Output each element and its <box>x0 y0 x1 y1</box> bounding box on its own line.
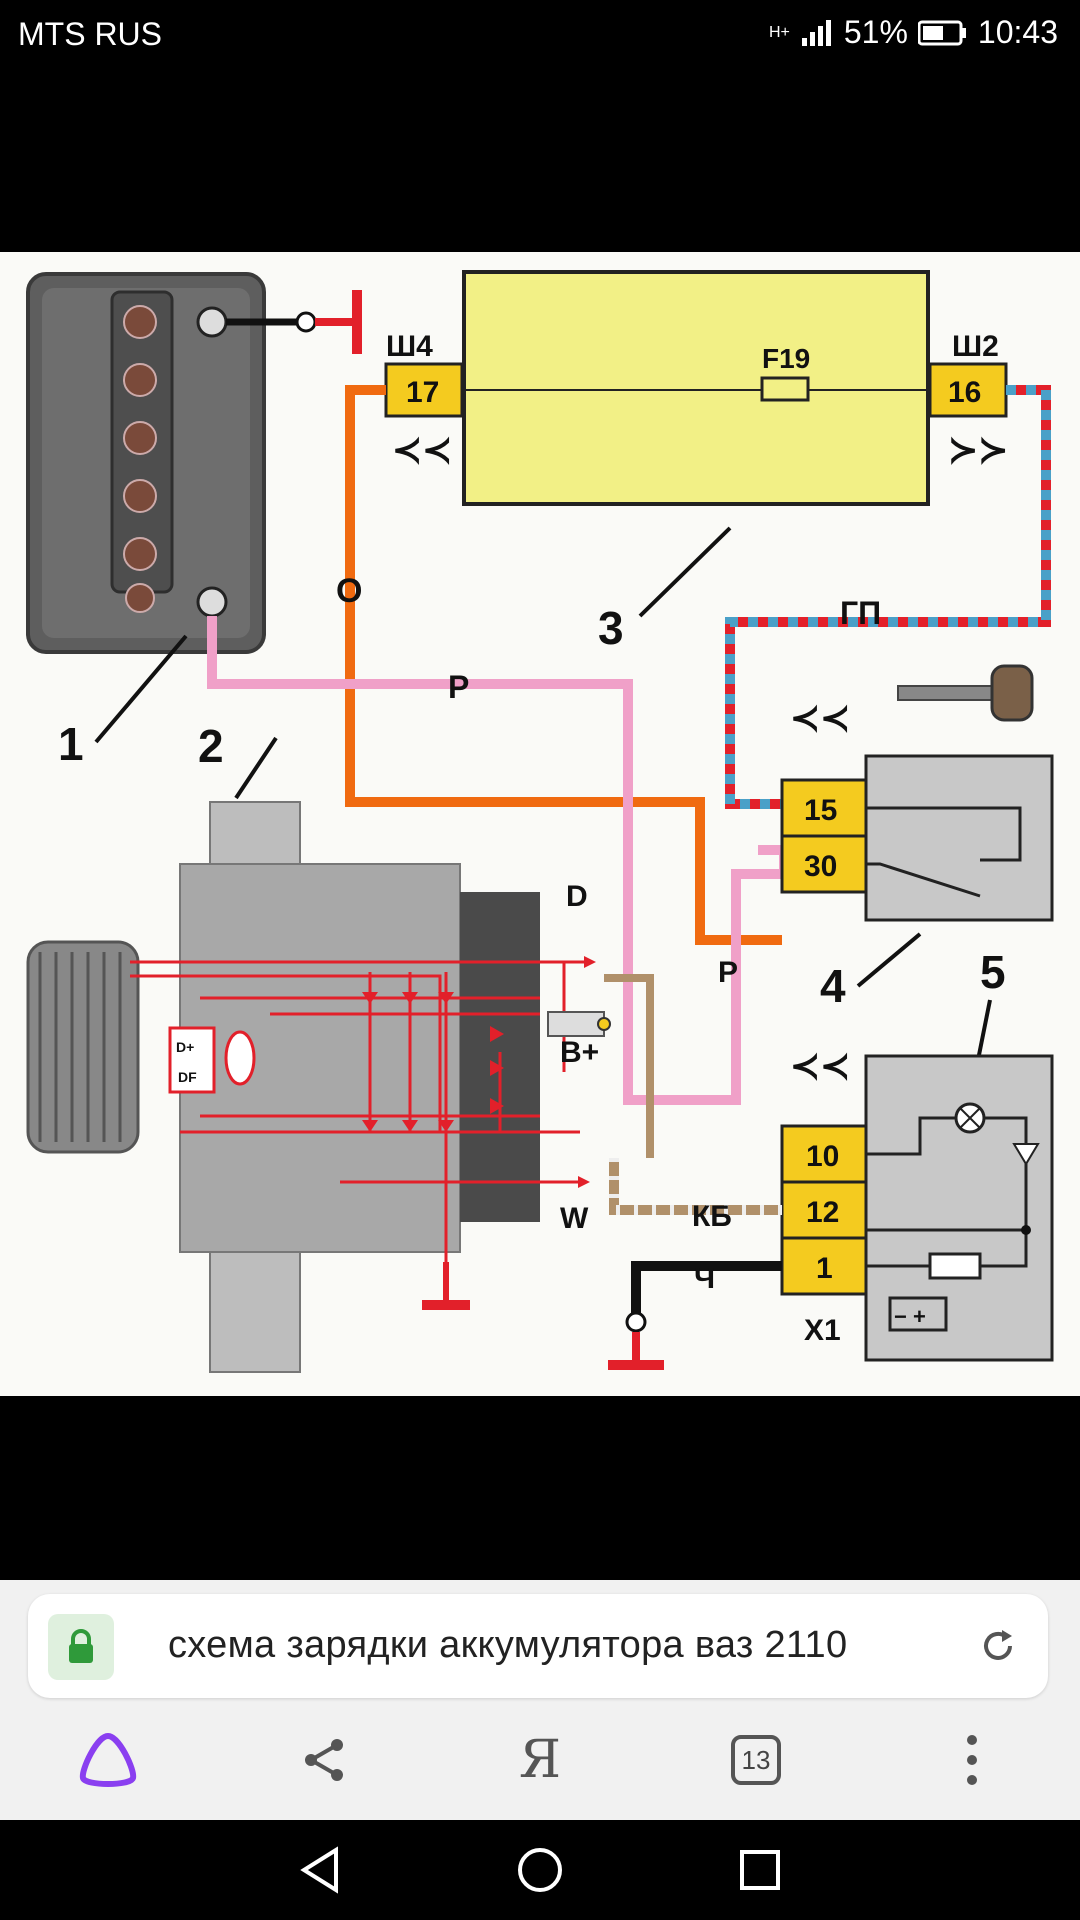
alternator-illustration: D+ DF <box>26 801 611 1373</box>
status-bar: MTS RUS H+ 51% 10:43 <box>0 0 1080 70</box>
wire-label-p-top: Р <box>448 669 469 705</box>
pin-1: 1 <box>816 1252 833 1285</box>
recents-square-icon <box>740 1850 780 1890</box>
address-bar[interactable]: схема зарядки аккумулятора ваз 2110 <box>28 1594 1048 1698</box>
more-vertical-icon <box>967 1735 977 1785</box>
callout-2: 2 <box>198 720 224 772</box>
share-icon <box>305 1739 343 1781</box>
fuse-box <box>462 270 930 506</box>
regulator-dplus: D+ <box>176 1039 194 1055</box>
alice-icon <box>79 1732 137 1787</box>
status-indicators: H+ 51% 10:43 <box>769 14 1058 51</box>
alice-assistant-button[interactable] <box>68 1720 148 1800</box>
plug-symbol-cluster: ≺≺ <box>790 1045 850 1086</box>
diagram-image[interactable]: F19 17 Ш4 ≺≺ 16 Ш2 ≻≻ 3 О Р Р ГП ≺≺ <box>0 252 1080 1396</box>
search-query-text[interactable]: схема зарядки аккумулятора ваз 2110 <box>168 1624 848 1666</box>
tabs-button[interactable]: 13 <box>716 1720 796 1800</box>
battery-illustration <box>26 272 266 654</box>
callout-3: 3 <box>598 602 624 654</box>
callout-1: 1 <box>58 718 84 770</box>
home-button[interactable] <box>510 1840 570 1900</box>
menu-button[interactable] <box>932 1720 1012 1800</box>
reload-icon[interactable] <box>972 1620 1024 1672</box>
browser-toolbar: Я 13 <box>0 1706 1080 1820</box>
terminal-d: D <box>566 880 588 913</box>
android-navigation-bar <box>0 1820 1080 1920</box>
back-button[interactable] <box>290 1840 350 1900</box>
signal-icon <box>801 19 831 46</box>
clock: 10:43 <box>977 14 1058 50</box>
callout-4: 4 <box>820 960 846 1012</box>
recents-button[interactable] <box>730 1840 790 1900</box>
browser-bottom-panel: схема зарядки аккумулятора ваз 2110 Я 13 <box>0 1580 1080 1820</box>
wire-label-o: О <box>336 572 362 610</box>
wire-label-gp: ГП <box>840 595 881 631</box>
fuse-label: F19 <box>762 343 810 374</box>
terminal-bplus: B+ <box>560 1036 599 1069</box>
battery-icon <box>917 20 966 45</box>
share-button[interactable] <box>284 1720 364 1800</box>
pin-10: 10 <box>806 1140 839 1173</box>
tabs-count: 13 <box>731 1735 781 1785</box>
plug-symbol-right: ≻≻ <box>948 429 1008 470</box>
yandex-home-button[interactable]: Я <box>500 1720 580 1800</box>
terminal-w: W <box>560 1202 589 1235</box>
wire-label-ch: Ч <box>694 1262 715 1295</box>
wire-label-kb: КБ <box>692 1200 732 1233</box>
home-circle-icon <box>518 1848 562 1892</box>
connector-sh4: Ш4 <box>386 330 433 363</box>
pin-15: 15 <box>804 794 837 827</box>
pin-12: 12 <box>806 1196 839 1229</box>
connector-sh2: Ш2 <box>952 330 999 363</box>
carrier-name: MTS RUS <box>18 16 162 52</box>
ignition-switch <box>864 754 1054 922</box>
key-icon <box>897 664 1034 722</box>
connector-x1: X1 <box>804 1314 841 1347</box>
callout-5: 5 <box>980 946 1006 998</box>
lock-icon[interactable] <box>48 1614 114 1680</box>
back-triangle-icon <box>300 1846 338 1894</box>
regulator-df: DF <box>178 1069 197 1085</box>
network-type: H+ <box>768 23 790 41</box>
wire-label-p-right: Р <box>718 956 738 989</box>
plug-symbol-ignition: ≺≺ <box>790 697 850 738</box>
plug-symbol-left: ≺≺ <box>392 429 452 470</box>
battery-percent: 51% <box>843 14 908 50</box>
pin-16: 16 <box>948 376 981 409</box>
battery-warning-symbol: − + <box>894 1304 926 1329</box>
yandex-icon: Я <box>519 1730 561 1790</box>
pin-17: 17 <box>406 376 439 409</box>
pin-30: 30 <box>804 850 837 883</box>
